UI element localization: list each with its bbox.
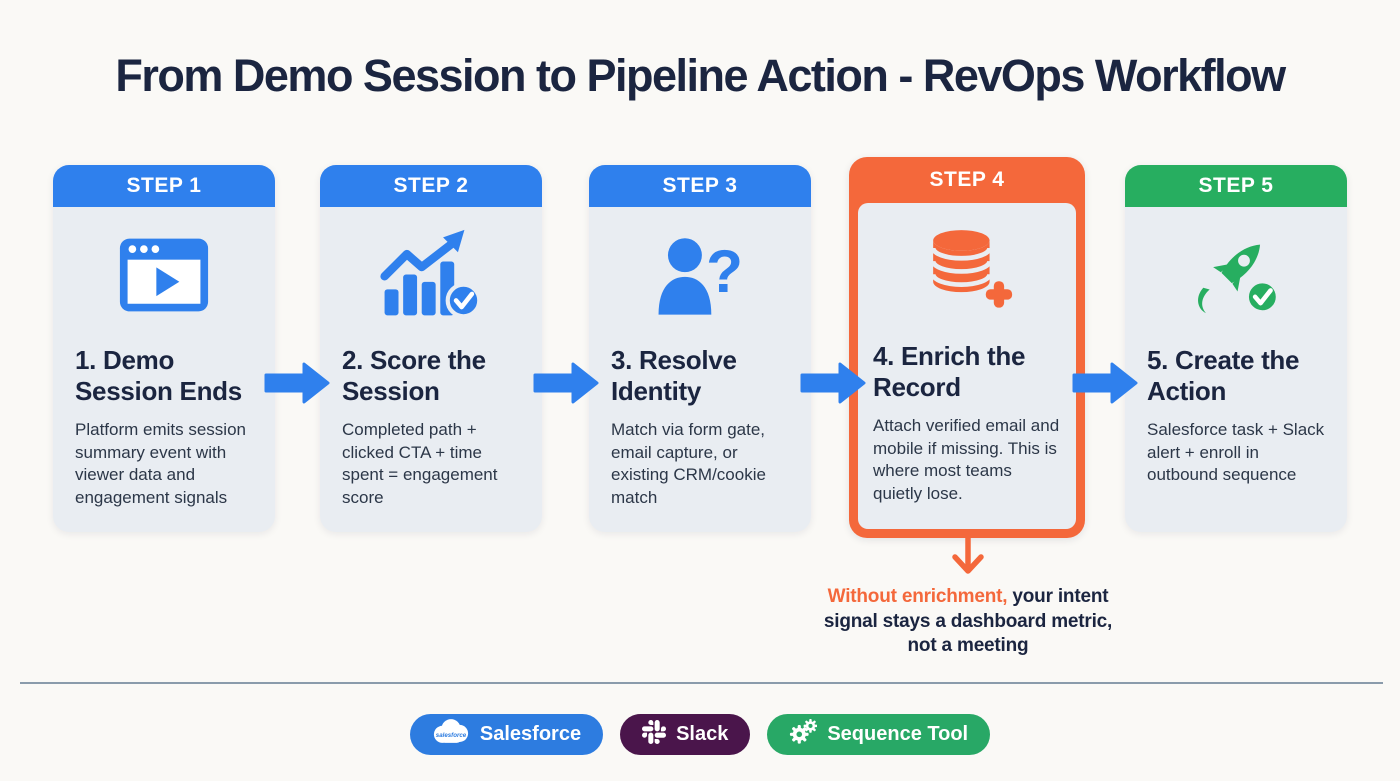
enrichment-callout: Without enrichment, your intent signal s… (810, 585, 1126, 659)
step-5-description: Salesforce task + Slack alert + enroll i… (1147, 420, 1325, 485)
step-4-description: Attach verified email and mobile if miss… (873, 416, 1060, 503)
step-1-badge: STEP 1 (53, 165, 275, 207)
video-player-window-icon (118, 236, 210, 319)
step-card-1: STEP 1 1. Demo Session Ends Platform emi… (53, 165, 275, 532)
footer-divider (20, 682, 1383, 684)
integration-pill-slack: Slack (620, 714, 751, 755)
step-card-5: STEP 5 5. (1125, 165, 1347, 532)
svg-text:?: ? (706, 236, 743, 304)
step-card-2: STEP 2 2. Score the Session (320, 165, 542, 532)
step-2-description: Completed path + clicked CTA + time spen… (342, 420, 498, 507)
growth-chart-check-icon (379, 228, 483, 326)
flow-arrow-right-icon (800, 362, 866, 404)
gears-icon (789, 718, 818, 750)
integration-pill-salesforce: salesforce Salesforce (409, 714, 604, 755)
integration-label: Sequence Tool (827, 723, 969, 745)
step-1-description: Platform emits session summary event wit… (75, 420, 246, 507)
step-3-heading: 3. Resolve Identity (611, 345, 737, 407)
step-card-3: STEP 3 ? 3. Resolve Identity Match via f… (589, 165, 811, 532)
step-1-heading: 1. Demo Session Ends (75, 345, 242, 407)
step-3-badge: STEP 3 (589, 165, 811, 207)
integration-pill-sequence-tool: Sequence Tool (767, 714, 991, 755)
rocket-check-icon (1186, 230, 1286, 325)
step-2-heading: 2. Score the Session (342, 345, 486, 407)
integration-label: Slack (676, 723, 729, 745)
svg-text:salesforce: salesforce (436, 732, 467, 739)
integration-row: salesforce Salesforce Slack (0, 714, 1400, 755)
callout-highlight: Without enrichment, (827, 586, 1008, 607)
database-add-icon (920, 227, 1015, 319)
step-5-heading: 5. Create the Action (1147, 345, 1300, 407)
callout-rest: your intent signal stays a dashboard met… (823, 586, 1113, 657)
step-4-badge: STEP 4 (929, 168, 1005, 191)
person-question-icon: ? (651, 233, 749, 322)
salesforce-cloud-icon: salesforce (432, 718, 470, 751)
step-2-badge: STEP 2 (320, 165, 542, 207)
flow-arrow-right-icon (1072, 362, 1138, 404)
step-4-heading: 4. Enrich the Record (873, 341, 1026, 403)
integration-label: Salesforce (479, 723, 582, 745)
enrichment-warning-arrow-icon (952, 537, 984, 574)
page-title: From Demo Session to Pipeline Action - R… (115, 50, 1286, 101)
slack-logo-icon (642, 719, 667, 750)
flow-arrow-right-icon (264, 362, 330, 404)
flow-arrow-right-icon (533, 362, 599, 404)
step-5-badge: STEP 5 (1125, 165, 1347, 207)
step-card-4-highlighted: STEP 4 4. Enrich t (849, 157, 1085, 538)
step-3-description: Match via form gate, email capture, or e… (611, 420, 766, 507)
